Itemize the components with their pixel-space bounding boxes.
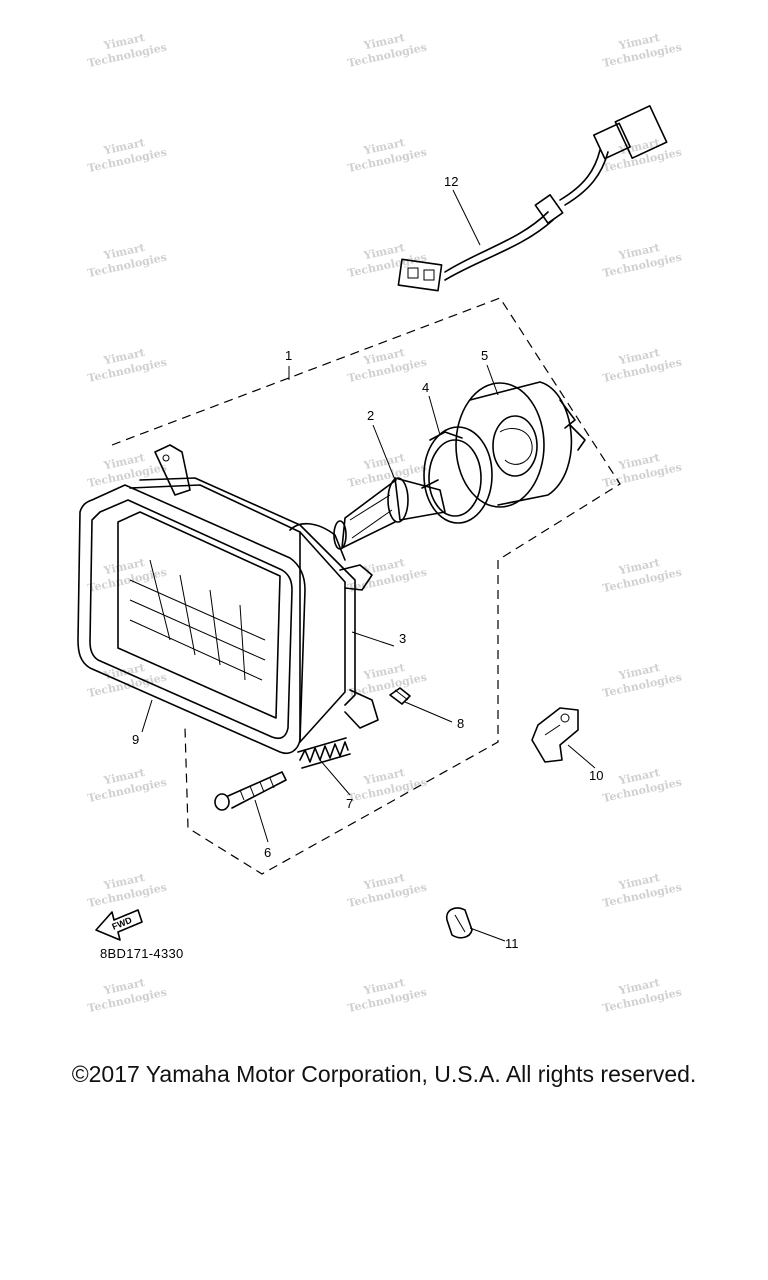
headlight-unit-part	[77, 444, 379, 755]
screw-part	[214, 771, 287, 811]
watermark-6-2: YimartTechnologies	[599, 657, 683, 700]
callout-8: 8	[457, 716, 464, 731]
watermark-1-1: YimartTechnologies	[344, 132, 428, 175]
watermark-8-0: YimartTechnologies	[84, 867, 168, 910]
watermark-9-2: YimartTechnologies	[599, 972, 683, 1015]
watermark-9-0: YimartTechnologies	[84, 972, 168, 1015]
watermark-2-2: YimartTechnologies	[599, 237, 683, 280]
watermark-3-1: YimartTechnologies	[344, 342, 428, 385]
watermark-8-1: YimartTechnologies	[344, 867, 428, 910]
socket-housing-part	[455, 381, 586, 508]
clamp-bracket-part	[531, 707, 579, 763]
bulb-retainer-part	[421, 426, 493, 524]
callout-1: 1	[285, 348, 292, 363]
diagram-part-code: 8BD171-4330	[100, 946, 184, 961]
wire-harness-part	[397, 105, 668, 292]
watermark-7-2: YimartTechnologies	[599, 762, 683, 805]
callout-9: 9	[132, 732, 139, 747]
callout-labels: 1 2 3 4 5 6 7 8 9 10 11 12	[132, 174, 603, 951]
clip-part	[389, 687, 411, 705]
watermark-5-2: YimartTechnologies	[599, 552, 683, 595]
callout-3: 3	[399, 631, 406, 646]
watermark-7-0: YimartTechnologies	[84, 762, 168, 805]
watermark-2-0: YimartTechnologies	[84, 237, 168, 280]
watermark-9-1: YimartTechnologies	[344, 972, 428, 1015]
callout-11: 11	[505, 936, 519, 951]
watermark-0-1: YimartTechnologies	[344, 27, 428, 70]
spring-part	[297, 737, 351, 769]
callout-12: 12	[444, 174, 458, 189]
wire-clip-part	[445, 907, 473, 939]
fwd-arrow-icon: FWD	[95, 909, 143, 941]
assembly-boundary	[111, 297, 621, 875]
callout-6: 6	[264, 845, 271, 860]
copyright-notice: ©2017 Yamaha Motor Corporation, U.S.A. A…	[71, 1061, 697, 1087]
callout-2: 2	[367, 408, 374, 423]
watermark-8-2: YimartTechnologies	[599, 867, 683, 910]
watermark-3-2: YimartTechnologies	[599, 342, 683, 385]
watermark-2-1: YimartTechnologies	[344, 237, 428, 280]
watermark-0-0: YimartTechnologies	[84, 27, 168, 70]
leader-lines	[141, 189, 596, 942]
watermark-1-0: YimartTechnologies	[84, 132, 168, 175]
watermark-6-0: YimartTechnologies	[84, 657, 168, 700]
watermark-5-0: YimartTechnologies	[84, 552, 168, 595]
watermark-7-1: YimartTechnologies	[344, 762, 428, 805]
watermark-4-2: YimartTechnologies	[599, 447, 683, 490]
callout-5: 5	[481, 348, 488, 363]
watermark-0-2: YimartTechnologies	[599, 27, 683, 70]
watermark-3-0: YimartTechnologies	[84, 342, 168, 385]
callout-7: 7	[346, 796, 353, 811]
callout-10: 10	[589, 768, 603, 783]
callout-4: 4	[422, 380, 429, 395]
